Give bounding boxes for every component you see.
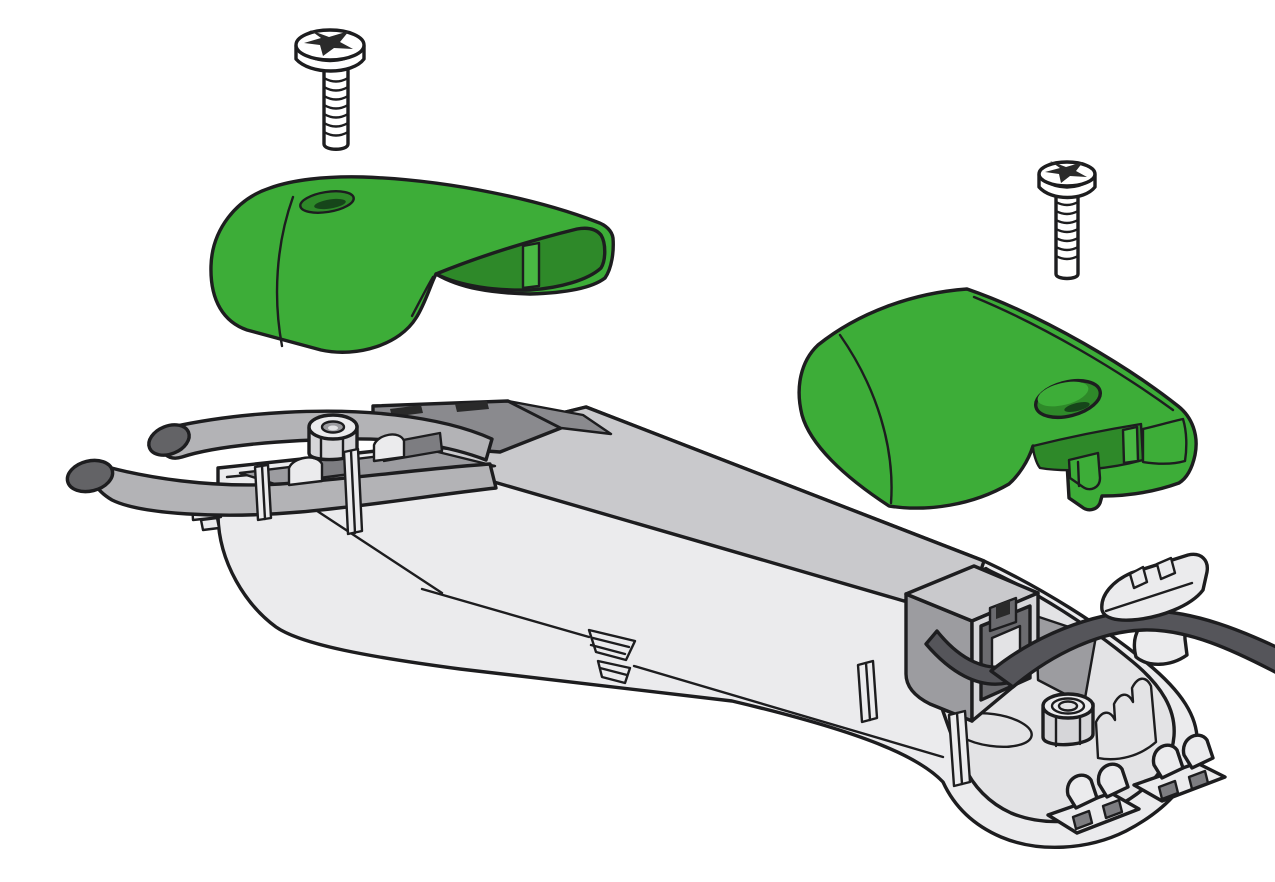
marker-lower-stripe (598, 666, 629, 677)
marker-upper-stripe-1 (591, 636, 631, 649)
fixing-screw-right (1037, 160, 1097, 281)
cable-end-upper (147, 423, 191, 457)
cable-saddle-1 (287, 456, 324, 487)
cover-right-screw-hole-face (1037, 381, 1089, 407)
cover-right-inner-wall (1141, 417, 1188, 465)
output-flat-cable (989, 609, 1275, 689)
claw-clip-1-hook-b (1096, 762, 1130, 799)
wall-rib-1-line (260, 464, 267, 521)
cover-left-screw-hole-shadow (314, 198, 346, 210)
cover-left-slot-rib (521, 241, 541, 290)
clamp-rib-2 (1155, 556, 1177, 581)
screw-right-thread-5 (1054, 236, 1080, 243)
screw-right-thread-1 (1054, 200, 1080, 207)
screw-left-thread-7 (322, 130, 350, 137)
claw-clip-2-hook-b (1181, 733, 1215, 770)
screw-boss-right-ring (1050, 697, 1086, 715)
plate-bracket (506, 399, 613, 436)
screw-left-thread-5 (322, 112, 350, 119)
end-cover-right (797, 287, 1198, 512)
screw-right-thread-6 (1054, 245, 1080, 252)
screw-left-phillips-icon (304, 30, 353, 56)
cover-right-interior (1031, 422, 1145, 472)
inner-rib-2-line (955, 711, 964, 786)
claw-clip-2-notch-a (1157, 779, 1180, 801)
cable-saddle-2 (372, 433, 406, 463)
cover-right-edge-highlight (972, 295, 1175, 412)
cover-right-shell (797, 287, 1198, 512)
wall-rib-2-line (349, 449, 357, 535)
claw-clip-1-notch-b (1101, 798, 1124, 820)
mounting-claw-clips (1046, 733, 1227, 835)
cover-right-latch-line (1076, 460, 1081, 488)
claw-clip-1-hook-a (1065, 773, 1099, 810)
strain-comb (1094, 677, 1158, 761)
screw-left-thread-4 (322, 103, 350, 110)
front-fold-right (632, 664, 945, 759)
screw-boss-right (1041, 692, 1095, 748)
front-fold-left (420, 587, 591, 639)
left-tray-parts (253, 413, 444, 536)
clamp-rib-1 (1128, 565, 1149, 590)
end-cover-left (209, 175, 615, 354)
inner-rib-1-line (864, 661, 872, 722)
side-tab-step (199, 516, 221, 532)
socket-latch-notch (996, 600, 1010, 619)
screw-right-thread-7 (1054, 254, 1080, 261)
right-tray (856, 564, 1176, 824)
screw-left-thread-1 (322, 76, 350, 83)
cable-end-lower (65, 458, 115, 494)
screw-right-thread-3 (1054, 218, 1080, 225)
cover-right-slot-rib (1121, 425, 1140, 465)
diagram-canvas (65, 28, 1275, 850)
fixing-screw-left (294, 28, 366, 151)
release-marker (587, 628, 637, 685)
marker-upper-stripe-2 (589, 643, 627, 656)
claw-clip-2-hook-a (1151, 743, 1185, 780)
screw-left-dome-line (297, 50, 363, 63)
output-cable-group (924, 552, 1275, 689)
screw-right-shaft (1054, 192, 1080, 281)
cover-right-crease (838, 333, 893, 505)
cover-left-interior (434, 226, 607, 292)
screw-boss-right-hole (1057, 700, 1079, 712)
cover-left-shell (209, 175, 615, 354)
cover-right-latch-tab (1067, 451, 1102, 491)
claw-clip-1-notch-a (1071, 809, 1094, 831)
screw-left-thread-2 (322, 85, 350, 92)
cover-left-wall-edge (410, 275, 435, 318)
screw-right-phillips-icon (1045, 161, 1087, 183)
plate-contact-right (455, 401, 489, 412)
clamp-base-line (1104, 581, 1194, 613)
screw-left-thread-6 (322, 121, 350, 128)
screw-right-thread-4 (1054, 227, 1080, 234)
cover-right-screw-hole-shadow (1064, 402, 1090, 412)
exploded-assembly-diagram (40, 16, 1275, 866)
cable-clamp (1100, 552, 1209, 622)
cover-left-crease (275, 195, 295, 348)
claw-clip-2-notch-b (1187, 769, 1210, 791)
screw-right-thread-2 (1054, 209, 1080, 216)
input-cable-lower (87, 460, 498, 517)
screw-left-thread-3 (322, 94, 350, 101)
screw-right-dome-line (1040, 178, 1094, 189)
screw-boss-left-hole-center (328, 425, 338, 431)
